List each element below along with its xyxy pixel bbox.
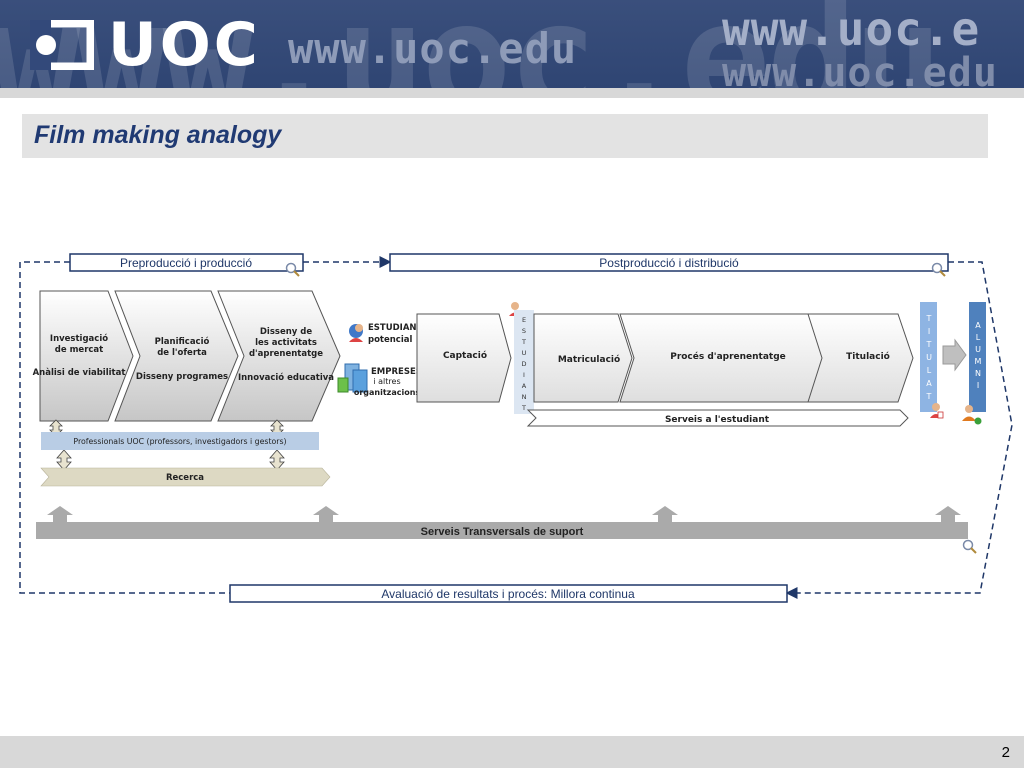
estudiant-letter: N <box>522 393 527 401</box>
stage-offer-planning-line1: Planificació <box>155 336 210 347</box>
titulat-letter: T <box>926 314 932 323</box>
header-rule <box>0 88 1024 98</box>
student-services-bar: Serveis a l'estudiant <box>526 409 909 427</box>
stage-offer-planning-line2: de l'oferta <box>157 348 207 358</box>
stage-market-research-line2: de mercat <box>55 345 103 355</box>
header-banner: www.uoc.edu www.uoc.edu www.uoc.e www.uo… <box>0 0 1024 88</box>
stage-captacio-label: Captació <box>443 350 487 361</box>
estudiant-letter: S <box>522 327 526 335</box>
alumni-letter: M <box>975 357 982 366</box>
stage-market-research: Investigació de mercat Anàlisi de viabil… <box>33 290 134 422</box>
up-arrow-icon <box>313 506 339 522</box>
student-icon <box>349 324 363 342</box>
double-arrow-icon <box>269 449 285 471</box>
header-watermark-right-2: www.uoc.edu <box>722 50 998 88</box>
companies-icon <box>337 363 368 393</box>
loop-right <box>785 261 1013 599</box>
stage-captacio: Captació <box>416 313 512 403</box>
stage-activity-design-sub: Innovació educativa <box>238 372 334 383</box>
magnifier-icon <box>931 262 946 277</box>
feedback-loop <box>19 256 1013 599</box>
stage-market-research-line1: Investigació <box>50 333 108 344</box>
up-arrow-icon <box>935 506 961 522</box>
postproduction-box: Postproducció i distribució <box>389 253 949 272</box>
alumni-bar <box>969 302 986 412</box>
support-arrows <box>47 506 961 522</box>
transversal-services-label: Serveis Transversals de suport <box>421 526 584 538</box>
transversal-services-bar: Serveis Transversals de suport <box>36 522 968 539</box>
stage-activity-design: Disseny de les activitats d'aprenentatge… <box>217 290 341 422</box>
film-making-diagram: Preproducció i producció Postproducció i… <box>19 253 1013 603</box>
stage-activity-design-line1: Disseny de <box>260 327 312 337</box>
titulat-letter: T <box>926 340 932 349</box>
evaluation-label: Avaluació de resultats i procés: Millora… <box>381 587 635 601</box>
alumni-icon <box>962 405 982 425</box>
header-watermark-right: www.uoc.e <box>722 2 981 56</box>
stage-learning-process: Procés d'aprenentatge <box>619 313 826 403</box>
student-source-title: ESTUDIANT <box>368 323 423 333</box>
estudiant-bar <box>514 310 534 414</box>
professionals-bar: Professionals UOC (professors, investiga… <box>41 432 319 450</box>
header-watermark: www.uoc.edu <box>288 24 578 73</box>
titulat-letter: T <box>926 392 932 401</box>
estudiant-letter: E <box>522 316 526 324</box>
alumni-letters: A L U M N I <box>975 321 982 390</box>
stage-matriculacio: Matriculació <box>533 313 633 403</box>
titulat-letters: T I T U L A T <box>926 314 933 401</box>
student-source-sub: potencial <box>368 335 412 345</box>
magnifier-icon <box>285 262 300 277</box>
title-bar: Film making analogy <box>22 114 988 158</box>
page-title: Film making analogy <box>34 121 282 149</box>
up-arrow-icon <box>652 506 678 522</box>
companies-source-sub2: organitzacions <box>354 388 421 397</box>
footer: 2 <box>0 736 1024 768</box>
stage-offer-planning: Planificació de l'oferta Disseny program… <box>114 290 239 422</box>
stage-offer-planning-sub: Disseny programes <box>136 372 228 382</box>
alumni-letter: A <box>975 321 981 330</box>
evaluation-box: Avaluació de resultats i procés: Millora… <box>229 584 788 603</box>
titulat-letter: L <box>927 366 932 375</box>
titulat-letter: A <box>926 379 932 388</box>
magnifier-icon <box>962 539 977 554</box>
stage-activity-design-line3: d'aprenentatge <box>249 349 323 359</box>
titulat-letter: U <box>926 353 932 362</box>
estudiant-letter: U <box>522 349 527 357</box>
estudiant-letter: I <box>523 371 525 379</box>
companies-source-sub1: i altres <box>373 377 400 386</box>
estudiant-letter: A <box>522 382 527 390</box>
estudiant-letter: T <box>521 338 526 346</box>
estudiant-letters: E S T U D I A N T <box>521 316 527 412</box>
alumni-letter: N <box>975 369 981 378</box>
preproduction-box: Preproducció i producció <box>69 253 304 272</box>
student-services-label: Serveis a l'estudiant <box>665 415 770 425</box>
stage-market-research-sub: Anàlisi de viabilitat <box>33 368 126 378</box>
alumni-letter: U <box>975 345 981 354</box>
header-watermark-large: www.uoc.edu <box>0 0 943 88</box>
alumni-letter: I <box>977 381 979 390</box>
estudiant-letter: T <box>521 404 526 412</box>
preproduction-label: Preproducció i producció <box>120 256 252 270</box>
double-arrow-icon <box>56 449 72 471</box>
stage-learning-process-label: Procés d'aprenentatge <box>670 351 786 362</box>
research-label: Recerca <box>166 473 204 483</box>
graduate-icon <box>930 403 944 419</box>
stage-titulacio-label: Titulació <box>846 351 890 362</box>
stage-titulacio: Titulació <box>807 313 914 403</box>
uoc-logo-icon <box>30 20 94 70</box>
stage-activity-design-line2: les activitats <box>255 338 317 348</box>
companies-source-title: EMPRESES <box>371 367 422 377</box>
alumni-letter: L <box>976 333 981 342</box>
uoc-logo-text: UOC <box>108 10 261 80</box>
estudiant-letter: D <box>521 360 526 368</box>
titulat-letter: I <box>928 327 930 336</box>
arrow-icon <box>942 338 967 372</box>
page-number: 2 <box>1001 744 1010 761</box>
loop-left <box>19 261 230 594</box>
stage-matriculacio-label: Matriculació <box>558 354 620 365</box>
postproduction-label: Postproducció i distribució <box>599 256 739 270</box>
up-arrow-icon <box>47 506 73 522</box>
titulat-bar <box>920 302 937 412</box>
professionals-label: Professionals UOC (professors, investiga… <box>73 437 286 446</box>
research-bar: Recerca <box>40 467 331 487</box>
